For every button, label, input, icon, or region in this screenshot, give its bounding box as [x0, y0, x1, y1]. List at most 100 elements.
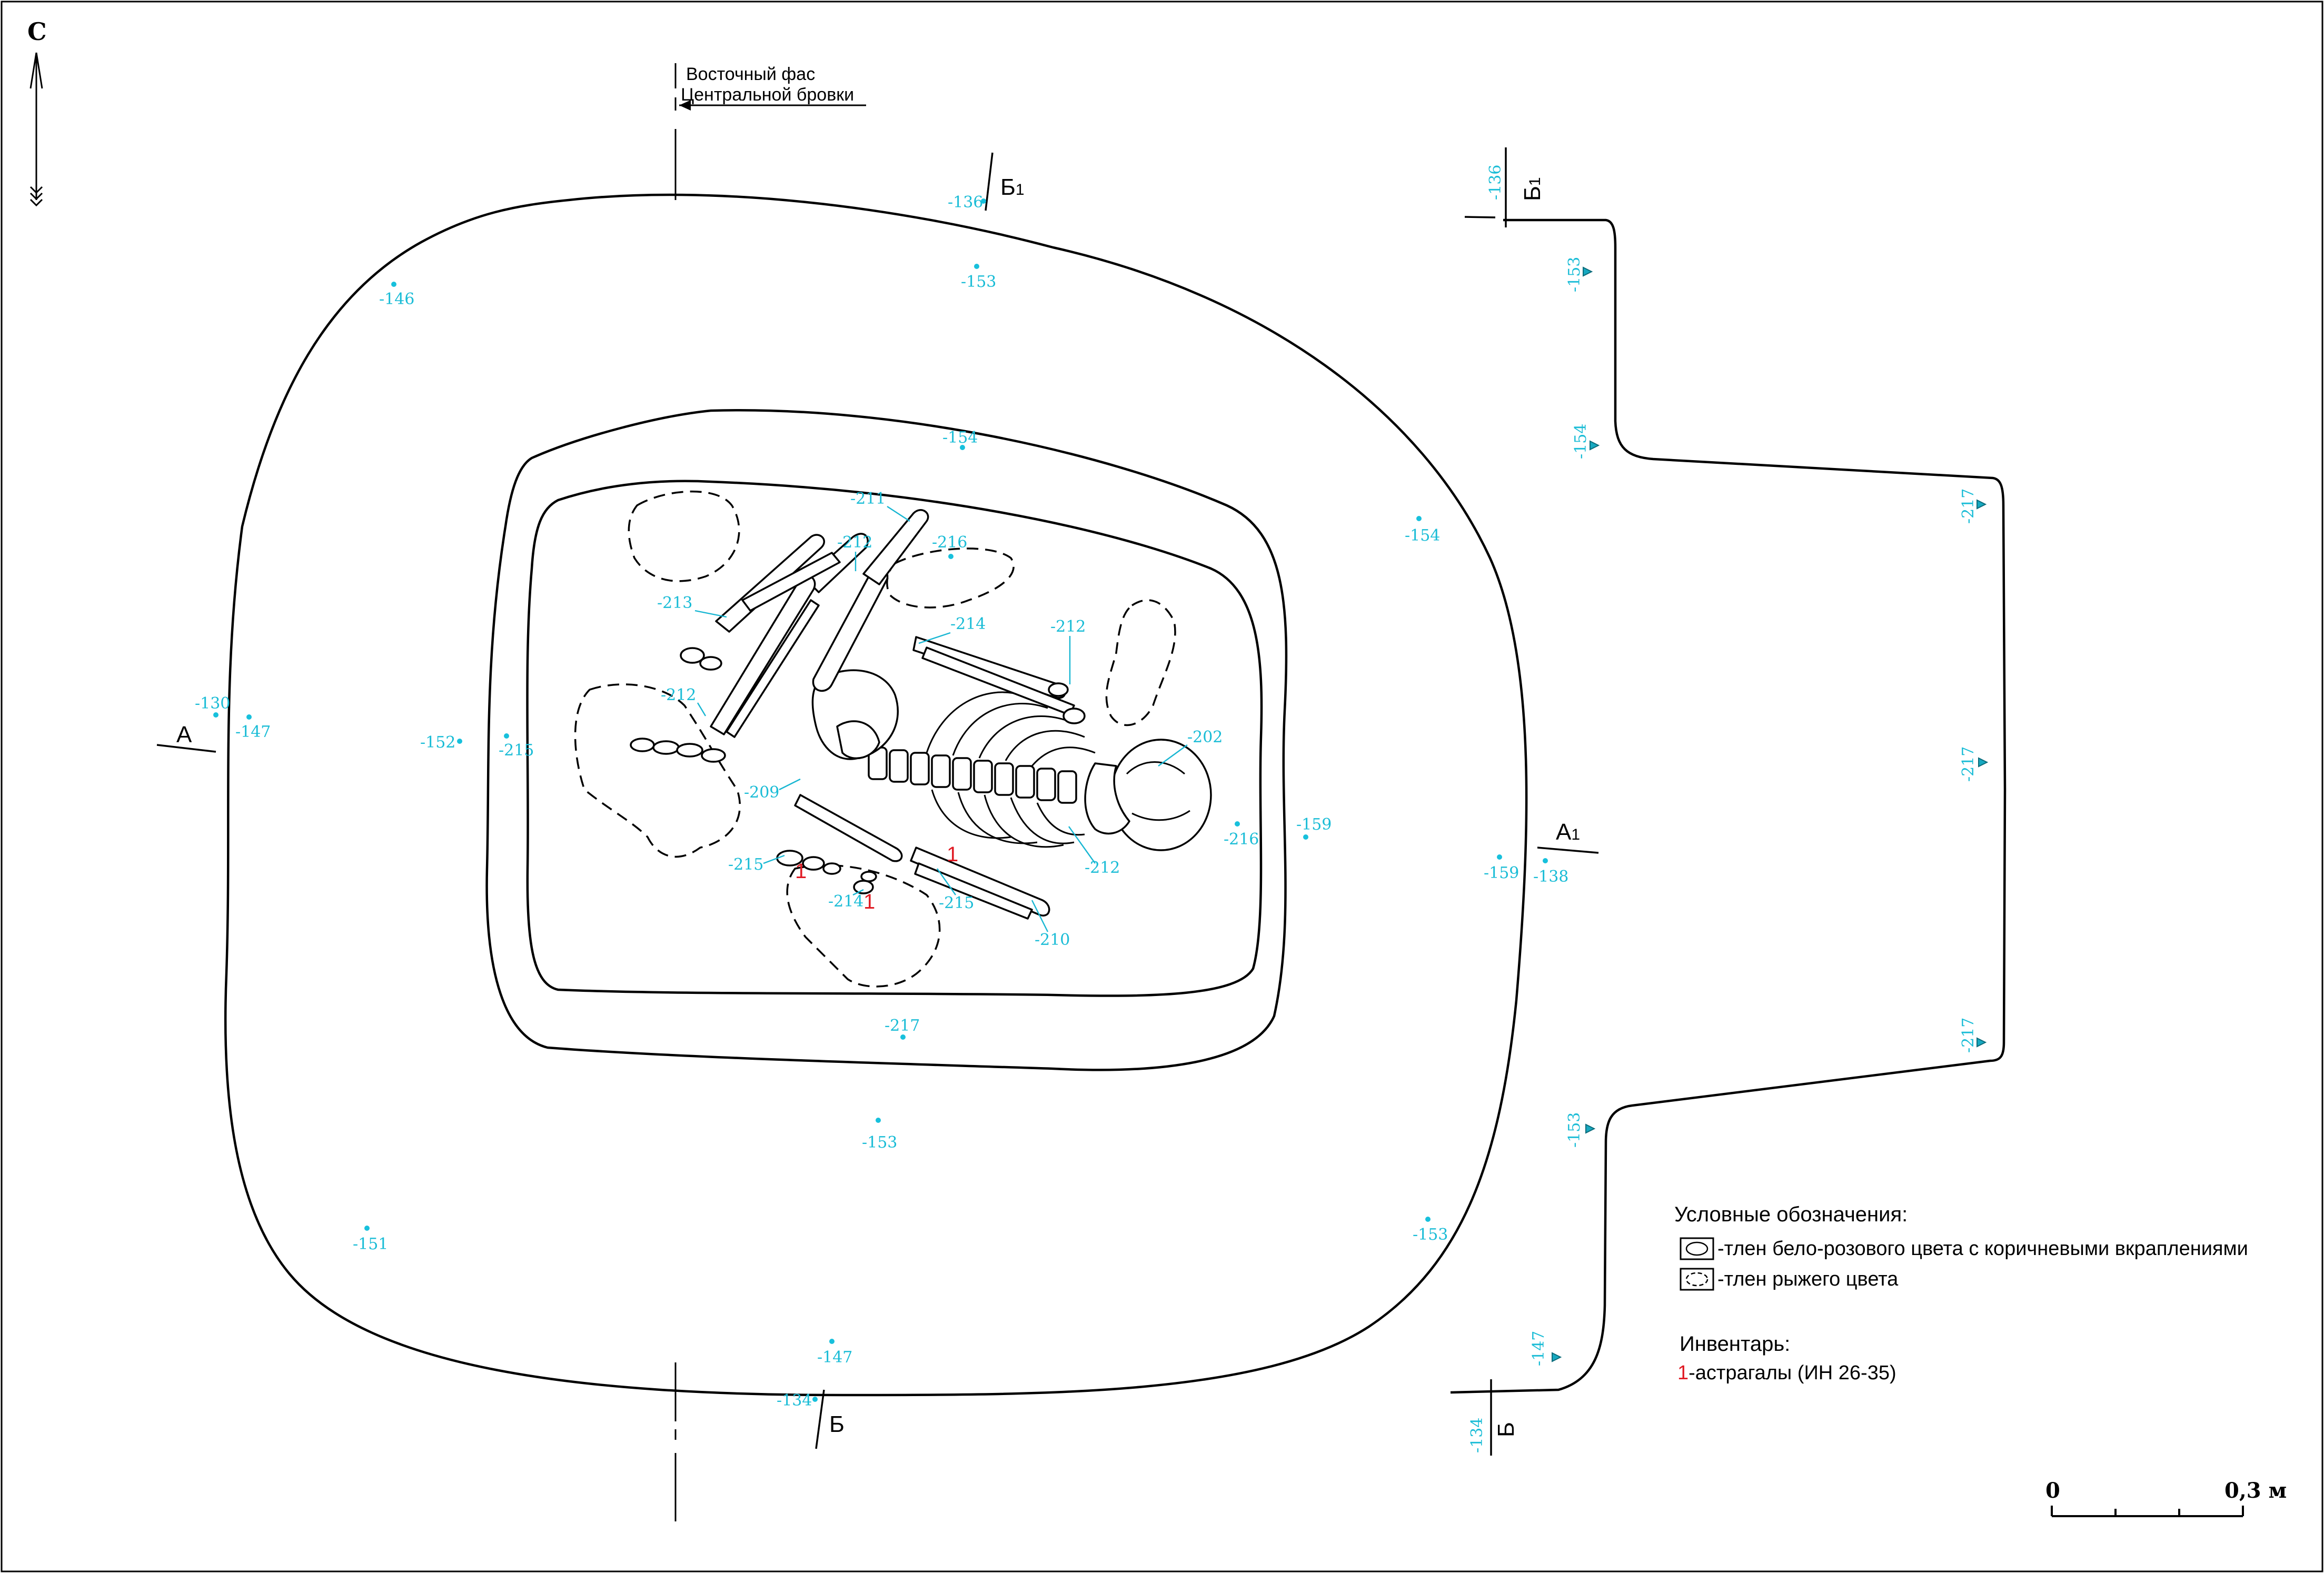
depth-mark-vertical: -217 [1959, 746, 1978, 782]
depth-mark-vertical: -154 [1572, 424, 1590, 459]
decay-patch-north [886, 547, 1015, 609]
section-a1-sub: 1 [1571, 826, 1580, 843]
long-bone-upper-b [741, 552, 841, 612]
scale-bar: 0 0,3 м [2045, 1478, 2287, 1517]
mandible [1084, 762, 1130, 835]
inventory-item-text: -астрагалы (ИН 26-35) [1689, 1362, 1896, 1384]
depth-mark: -136 [948, 193, 983, 212]
corridor-contour [1450, 218, 2007, 1394]
depth-mark: -154 [1405, 526, 1440, 545]
depth-mark: -147 [235, 723, 271, 741]
section-b-label: Б [829, 1411, 845, 1437]
legend-item-rust: -тлен рыжего цвета [1717, 1268, 1899, 1290]
depth-mark: -202 [1187, 728, 1223, 746]
depth-mark-vertical: -134 [1468, 1418, 1486, 1453]
decay-patch-west [574, 683, 741, 858]
section-a-label: А [176, 722, 192, 748]
depth-mark: -146 [379, 290, 414, 308]
section-b-right-label: Б [1493, 1422, 1519, 1437]
fibula-left [726, 599, 820, 738]
depth-marks: -136 -153 -146 -154 -154 -130 -147 -152 … [195, 193, 1568, 1410]
depth-mark: -153 [1413, 1226, 1448, 1244]
depth-mark: -211 [850, 490, 886, 508]
depth-mark: -134 [777, 1391, 812, 1410]
long-bone-upper-a [715, 534, 825, 633]
legend-swatch-whitepink [1685, 1241, 1709, 1256]
depth-mark: -213 [657, 594, 692, 612]
depth-mark: -138 [1533, 868, 1568, 886]
vertebral-column [868, 746, 1077, 804]
depth-mark: -152 [420, 733, 455, 752]
depth-mark: -159 [1484, 864, 1519, 882]
ulna-left [914, 862, 1033, 920]
section-b1-main: Б [1000, 174, 1016, 200]
sacrum [836, 720, 880, 760]
depth-mark-vertical: -136 [1486, 165, 1505, 200]
find-label-1a: 1 [795, 860, 807, 883]
depth-mark: -216 [932, 533, 967, 552]
depth-mark: -153 [862, 1133, 897, 1152]
find-label-1b: 1 [863, 890, 875, 913]
section-a1-label: А1 [1556, 819, 1580, 845]
depth-mark-vertical: -217 [1959, 489, 1978, 524]
depth-mark-vertical: -147 [1530, 1331, 1548, 1366]
depth-mark: -212 [661, 686, 696, 704]
depth-mark: -210 [1035, 931, 1070, 949]
section-b1-sub: 1 [1016, 181, 1025, 198]
bone-depth-labels: -211 -212 -216 -213 -214 -212 -212 -202 … [657, 490, 1223, 949]
outer-pit-contour [224, 193, 1528, 1397]
baulk-label-line1: Восточный фас [686, 64, 815, 84]
depth-mark: -214 [950, 615, 986, 633]
depth-mark: -212 [837, 533, 872, 552]
depth-mark: -153 [961, 273, 996, 291]
section-b1-right-label: Б1 [1519, 177, 1545, 201]
legend-swatch-rust [1685, 1272, 1709, 1287]
find-label-1c: 1 [947, 843, 958, 866]
depth-mark-vertical: -217 [1959, 1018, 1978, 1053]
depth-mark: -215 [728, 855, 763, 874]
depth-mark: -212 [1050, 618, 1086, 636]
section-markers: А А1 Б1 Б Б1 Б [156, 147, 1599, 1456]
decay-patch-nw [628, 490, 740, 582]
depth-mark: -154 [942, 429, 978, 447]
depth-mark: -217 [885, 1017, 920, 1035]
decay-patch-east [1105, 599, 1176, 726]
depth-mark: -214 [828, 892, 863, 911]
humerus-left [794, 794, 903, 862]
skull [1110, 739, 1212, 851]
chamber-outer-contour [485, 409, 1288, 1071]
depth-mark: -130 [195, 694, 230, 713]
baulk-label-line2: Центральной бровки [681, 85, 854, 105]
decay-patches [574, 490, 1176, 988]
radius-left [910, 847, 1050, 917]
depth-mark: -215 [499, 741, 534, 760]
depth-mark: -151 [353, 1235, 388, 1253]
decay-patch-south [786, 864, 941, 988]
depth-mark: -215 [939, 894, 974, 912]
legend-item-whitepink: -тлен бело-розового цвета с коричневыми … [1717, 1238, 2248, 1260]
legend-title: Условные обозначения: [1674, 1203, 1908, 1226]
foot-bones [630, 647, 726, 763]
depth-mark: -147 [817, 1348, 852, 1367]
small-bones [776, 682, 1086, 894]
scale-end-label: 0,3 м [2224, 1478, 2287, 1503]
inventory-item-number: 1 [1677, 1362, 1689, 1384]
central-baulk-line: Восточный фас Центральной бровки [674, 63, 866, 1521]
rib-cage [926, 691, 1096, 848]
depth-mark-vertical: -153 [1565, 257, 1584, 292]
depth-mark: -216 [1224, 830, 1259, 849]
scale-start-label: 0 [2045, 1478, 2060, 1503]
section-b1-label: Б1 [1000, 174, 1025, 200]
section-b1-right-main: Б [1519, 186, 1545, 201]
skeleton [630, 509, 1212, 920]
corridor-depth-marks: -136 -153 -154 -217 -217 -217 -153 -147 … [1468, 165, 1989, 1453]
depth-mark: -209 [744, 783, 779, 802]
north-arrow: С [27, 17, 47, 207]
section-b1-right-sub: 1 [1526, 177, 1544, 186]
chamber-inner-contour [526, 480, 1263, 997]
inventory-item: 1-астрагалы (ИН 26-35) [1677, 1362, 1896, 1384]
humerus-right [912, 636, 1066, 699]
depth-mark: -212 [1085, 859, 1120, 877]
